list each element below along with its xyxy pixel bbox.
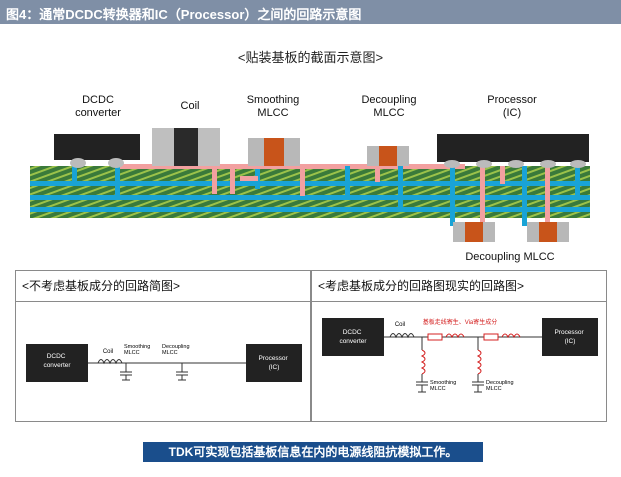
board-cross-section: [30, 128, 590, 242]
left-coil-label: Coil: [103, 349, 113, 355]
power-plane-mid: [30, 195, 590, 200]
ground-plane: [30, 207, 590, 212]
left-decoupling-label-2: MLCC: [162, 350, 178, 356]
simple-circuit-diagram: DCDC converter Coil Smoothing MLCC Decou…: [26, 344, 302, 382]
left-dcdc-line1: DCDC: [47, 353, 66, 360]
processor-chip: [437, 134, 589, 162]
left-smoothing-label-2: MLCC: [124, 350, 140, 356]
right-board-parasitic-label: 基板走线寄生、Via寄生成分: [423, 318, 498, 326]
right-smoothing-label: Smoothing: [430, 380, 456, 386]
real-circuit-title: <考虑基板成分的回路图现实的回路图>: [312, 271, 606, 302]
left-smoothing-label: Smoothing: [124, 344, 150, 350]
svg-text:DCDC converter: DCDC converter: [43, 353, 71, 369]
right-processor-line1: Processor: [554, 329, 584, 336]
right-decoupling-label: Decoupling: [486, 380, 514, 386]
real-circuit-panel: <考虑基板成分的回路图现实的回路图> DCDC converter Coil 基…: [311, 270, 607, 422]
left-decoupling-label: Decoupling: [162, 344, 190, 350]
real-circuit-diagram: DCDC converter Coil 基板走线寄生、Via寄生成分 Smoot…: [322, 318, 598, 393]
right-smoothing-label-2: MLCC: [430, 386, 446, 392]
right-dcdc-line2: converter: [339, 338, 367, 345]
surface-trace: [120, 164, 465, 169]
decoupling-label: Decoupling MLCC: [361, 94, 417, 119]
right-processor-line2: (IC): [565, 338, 576, 345]
dcdc-label: DCDC converter: [75, 94, 121, 119]
svg-text:Processor (IC): Processor (IC): [258, 355, 289, 371]
right-coil-label: Coil: [395, 322, 405, 328]
dcdc-chip: [54, 134, 140, 160]
header-bar: 图4：通常DCDC转换器和IC（Processor）之间的回路示意图: [0, 0, 621, 24]
decoupling-bottom-label: Decoupling MLCC: [465, 251, 555, 263]
power-plane-top: [30, 181, 590, 186]
simple-circuit-panel: <不考虑基板成分的回路简图> DCDC converter Coil Smoot…: [15, 270, 311, 422]
left-processor-line1: Processor: [258, 355, 288, 362]
processor-label: Processor (IC): [487, 94, 537, 119]
left-dcdc-line2: converter: [43, 362, 71, 369]
svg-text:Processor (IC): Processor (IC): [554, 329, 585, 345]
page-title: 图4：通常DCDC转换器和IC（Processor）之间的回路示意图: [6, 7, 362, 22]
right-dcdc-line1: DCDC: [343, 329, 362, 336]
footer-banner: TDK可实现包括基板信息在内的电源线阻抗模拟工作。: [143, 442, 483, 462]
right-decoupling-label-2: MLCC: [486, 386, 502, 392]
cross-section-subtitle: <贴装基板的截面示意图>: [237, 50, 384, 65]
smoothing-label: Smoothing MLCC: [246, 94, 300, 119]
coil-label: Coil: [180, 100, 200, 112]
left-processor-line2: (IC): [269, 364, 280, 371]
svg-text:DCDC converter: DCDC converter: [339, 329, 367, 345]
simple-circuit-title: <不考虑基板成分的回路简图>: [16, 271, 310, 302]
